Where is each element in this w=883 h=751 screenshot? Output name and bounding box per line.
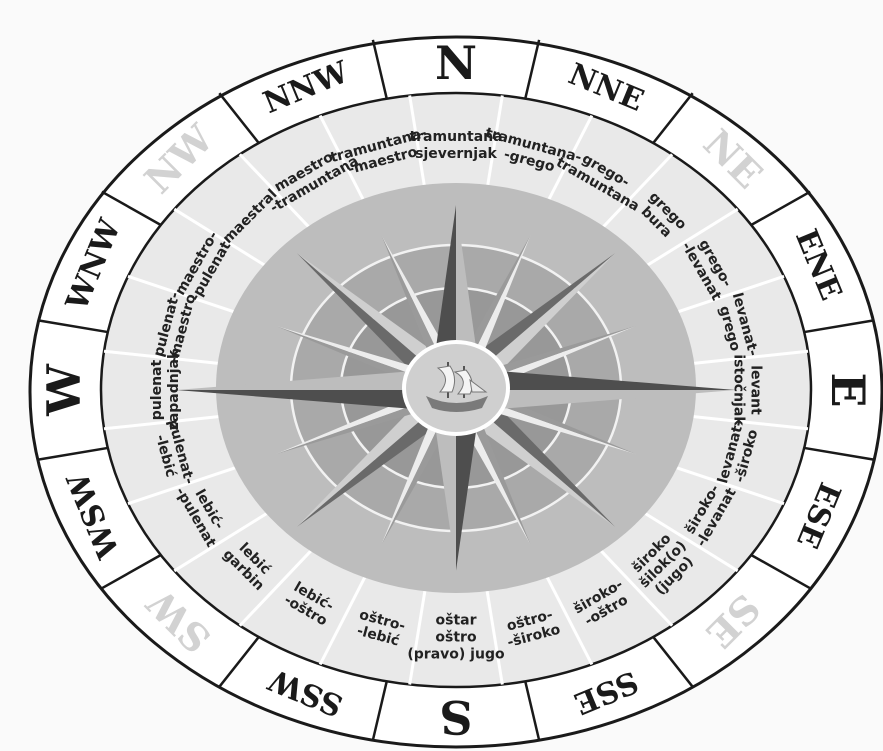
direction-label-s: S xyxy=(439,690,472,744)
direction-label-w: W xyxy=(37,363,91,417)
center-medallion xyxy=(404,342,508,434)
direction-label-e: E xyxy=(821,372,875,407)
direction-label-n: N xyxy=(435,36,477,90)
